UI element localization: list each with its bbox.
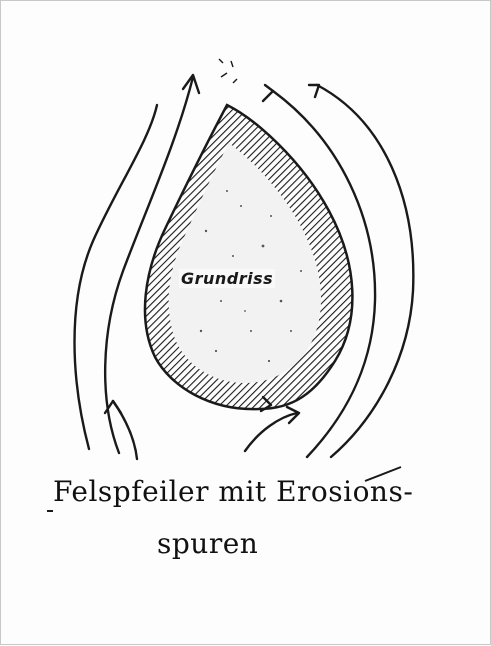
flow-line-bottom-right <box>245 413 297 451</box>
flow-line-bottom-left <box>113 401 137 459</box>
pier-label: Grundriss <box>179 269 275 288</box>
caption-line-1: Felspfeiler mit Erosions- <box>53 475 413 508</box>
flow-line-left-outer <box>75 105 158 449</box>
arrow-up-right-outer-icon <box>309 85 319 97</box>
pier-outline <box>145 105 352 409</box>
top-marks <box>219 59 237 83</box>
arrow-up-right-icon <box>263 85 273 101</box>
caption-line-2: spuren <box>157 527 258 560</box>
